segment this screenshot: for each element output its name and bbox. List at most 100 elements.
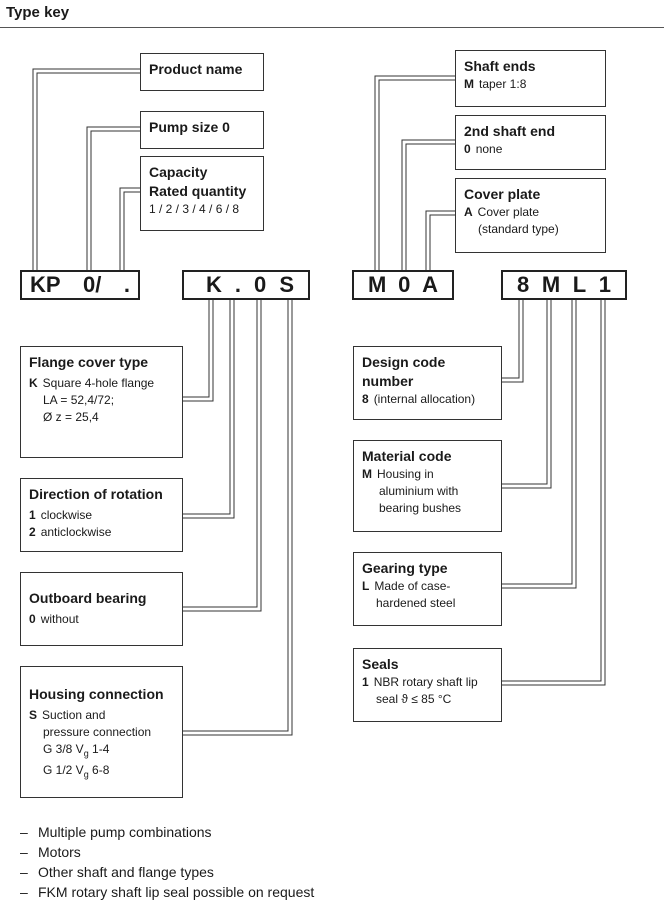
gearing-heading: Gearing type [362, 560, 448, 576]
rotation-heading: Direction of rotation [29, 486, 163, 502]
code-box-right1: M 0 A [352, 270, 454, 300]
gearing-line1: Made of case- [374, 579, 451, 593]
gearing-line2: hardened steel [376, 596, 456, 610]
connector-material [502, 299, 548, 485]
code-flange: K [206, 272, 222, 297]
page-title: Type key [6, 4, 70, 21]
connector-shaft-ends [374, 75, 455, 270]
box-material-code: Material code M Housing in aluminium with… [353, 440, 502, 532]
material-line3: bearing bushes [379, 501, 462, 515]
flange-line2: LA = 52,4/72; [43, 393, 115, 407]
code-box-left1: KP 0/ . [20, 270, 140, 300]
rotation-key1: 1 [29, 508, 36, 522]
connector-product-name [32, 68, 140, 270]
box-pump-size: Pump size 0 [140, 111, 264, 149]
cover-line1: Cover plate [477, 205, 540, 219]
housing-heading: Housing connection [29, 686, 164, 702]
code-housing: S [279, 272, 294, 297]
outboard-heading: Outboard bearing [29, 590, 147, 606]
shaft-ends-key: M [464, 77, 474, 91]
flange-line3: Ø z = 25,4 [43, 410, 99, 424]
flange-line1: Square 4-hole flange [42, 376, 155, 390]
connector-housing [183, 299, 289, 732]
shaft-end2-key: 0 [464, 142, 471, 156]
shaft-end2-heading: 2nd shaft end [464, 123, 556, 139]
rotation-key2: 2 [29, 525, 36, 539]
code-box-left2: K . 0 S [182, 270, 310, 300]
housing-key: S [29, 708, 38, 722]
gearing-key: L [362, 579, 370, 593]
outboard-value: without [40, 612, 79, 626]
connector-shaft-end2 [401, 139, 455, 270]
seals-heading: Seals [362, 656, 399, 672]
code-pump-size: 0/ [83, 272, 102, 297]
shaft-ends-value: taper 1:8 [479, 77, 527, 91]
outboard-key: 0 [29, 612, 36, 626]
code-outboard: 0 [254, 272, 267, 297]
connector-seals [502, 299, 602, 682]
box-direction-of-rotation: Direction of rotation 1 clockwise 2 anticl… [20, 478, 183, 552]
connector-gearing [502, 299, 573, 585]
material-heading: Material code [362, 448, 452, 464]
material-key: M [362, 467, 372, 481]
design-key: 8 [362, 392, 369, 406]
seals-line2: seal ϑ ≤ 85 °C [376, 692, 452, 706]
code-box-right2: 8 M L 1 [501, 270, 627, 300]
seals-line1: NBR rotary shaft lip [373, 675, 478, 689]
design-heading1: Design code [362, 354, 446, 370]
shaft-end2-value: none [475, 142, 503, 156]
flange-heading: Flange cover type [29, 354, 149, 370]
code-seals: 1 [598, 272, 611, 297]
box-design-code: Design code number 8 (internal allocation… [353, 346, 502, 420]
notes-list: –Multiple pump combinations –Motors –Oth… [20, 822, 314, 902]
connector-pump-size [86, 126, 140, 270]
capacity-heading: Capacity [149, 164, 208, 180]
rotation-value2: anticlockwise [40, 525, 112, 539]
box-gearing-type: Gearing type L Made of case- hardened ste… [353, 552, 502, 626]
seals-key: 1 [362, 675, 369, 689]
code-capacity: . [123, 272, 130, 297]
rotation-value1: clockwise [40, 508, 93, 522]
code-gearing: L [572, 272, 587, 297]
pump-size-heading: Pump size 0 [149, 119, 230, 135]
box-product-name: Product name [140, 53, 264, 91]
box-seals: Seals 1 NBR rotary shaft lip seal ϑ ≤ 85 … [353, 648, 502, 722]
box-capacity: Capacity Rated quantity 1 / 2 / 3 / 4 / … [140, 156, 264, 231]
housing-line4: G 1/2 Vg 6-8 [43, 763, 110, 780]
code-dot: . [234, 272, 242, 297]
material-line1: Housing in [377, 467, 434, 481]
box-outboard-bearing: Outboard bearing 0 without [20, 572, 183, 646]
code-material: M [541, 272, 561, 297]
housing-line3: G 3/8 Vg 1-4 [43, 742, 110, 759]
housing-line1: Suction and [42, 708, 106, 722]
design-value: (internal allocation) [373, 392, 476, 406]
note-item: –Motors [20, 844, 81, 860]
connector-flange [183, 299, 210, 398]
shaft-ends-heading: Shaft ends [464, 58, 536, 74]
note-item: –FKM rotary shaft lip seal possible on r… [20, 884, 315, 900]
note-item: –Multiple pump combinations [20, 824, 212, 840]
connector-capacity [119, 187, 140, 270]
connector-outboard [183, 299, 258, 608]
rated-quantity-heading: Rated quantity [149, 183, 247, 199]
code-design: 8 [517, 272, 530, 297]
code-shaft-end2: 0 [398, 272, 411, 297]
note-item: –Other shaft and flange types [20, 864, 214, 880]
title-rule [0, 27, 664, 28]
code-kp: KP [30, 272, 61, 297]
capacity-values: 1 / 2 / 3 / 4 / 6 / 8 [149, 202, 240, 216]
cover-key: A [464, 205, 473, 219]
flange-key: K [29, 376, 38, 390]
cover-line2: (standard type) [478, 222, 559, 236]
connector-cover [425, 210, 455, 270]
connector-rotation [183, 299, 231, 515]
material-line2: aluminium with [379, 484, 459, 498]
box-2nd-shaft-end: 2nd shaft end 0 none [455, 115, 606, 170]
cover-heading: Cover plate [464, 186, 541, 202]
design-heading2: number [362, 373, 414, 389]
product-name-heading: Product name [149, 61, 243, 77]
